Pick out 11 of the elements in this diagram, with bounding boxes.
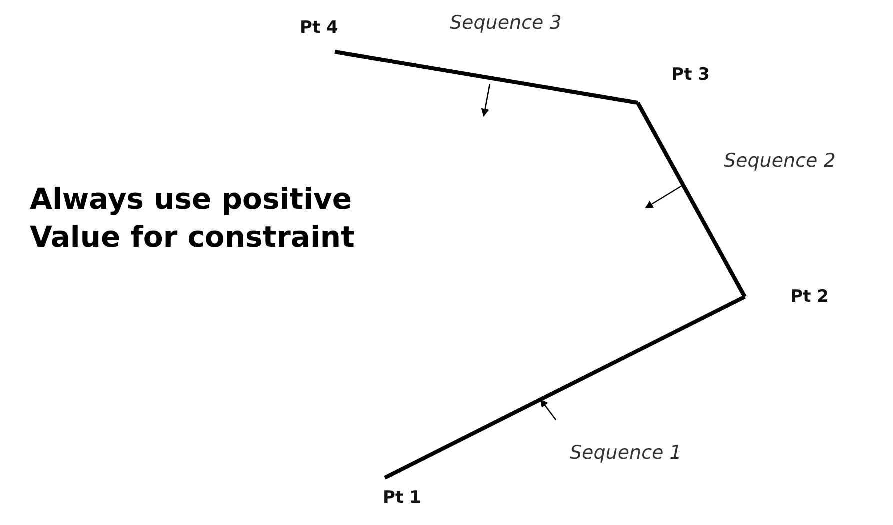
point-label: Pt 4 [300,18,338,38]
polyline-segment [334,50,638,105]
edge-label: Sequence 1 [570,442,682,464]
polyline-segment [636,102,747,298]
note-text: Always use positive Value for constraint [30,181,356,256]
point-label: Pt 3 [672,65,710,85]
polyline-segment [384,295,746,480]
edge-label: Sequence 3 [450,12,562,34]
edge-label: Sequence 2 [724,150,836,172]
point-label: Pt 2 [790,287,829,307]
point-label: Pt 1 [383,488,422,508]
